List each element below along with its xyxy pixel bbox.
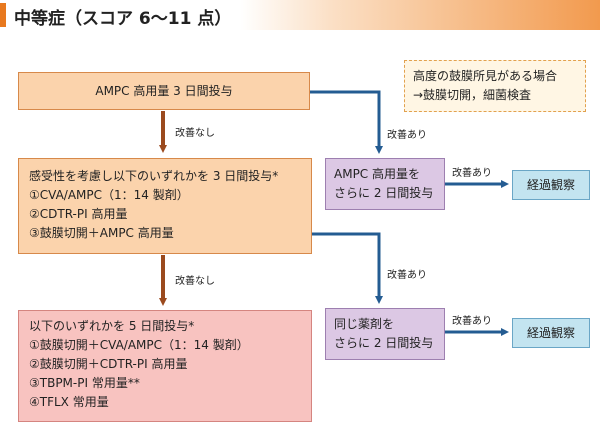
observe2-box: 経過観察: [512, 318, 590, 348]
label-improved-3: 改善あり: [452, 168, 492, 179]
arrow-step2-to-continue2: [312, 232, 383, 304]
note-line-1: 高度の鼓膜所見がある場合: [413, 69, 558, 83]
title-accent-mark: [0, 3, 6, 27]
step2-heading: 感受性を考慮し以下のいずれかを 3 日間投与*: [29, 169, 279, 183]
label-improved-2: 改善あり: [387, 270, 427, 281]
step1-box: AMPC 高用量 3 日間投与: [18, 72, 310, 110]
continue2-box: 同じ薬剤を さらに 2 日間投与: [325, 308, 445, 360]
step3-heading: 以下のいずれかを 5 日間投与*: [29, 319, 195, 333]
note-box: 高度の鼓膜所見がある場合 →鼓膜切開，細菌検査: [404, 60, 586, 112]
continue1-box: AMPC 高用量を さらに 2 日間投与: [325, 158, 445, 210]
step2-option-1: ①CVA/AMPC（1：14 製剤）: [29, 188, 189, 202]
page-title: 中等症（スコア 6～11 点）: [14, 9, 232, 29]
continue2-line-1: 同じ薬剤を: [334, 317, 395, 331]
step3-option-4: ④TFLX 常用量: [29, 395, 109, 409]
continue1-line-2: さらに 2 日間投与: [334, 186, 434, 200]
label-improved-4: 改善あり: [452, 316, 492, 327]
observe2-text: 経過観察: [526, 325, 575, 340]
label-improved-1: 改善あり: [387, 130, 427, 141]
arrow-step1-to-continue1: [310, 90, 383, 154]
continue2-line-2: さらに 2 日間投与: [334, 336, 434, 350]
title-bar: 中等症（スコア 6～11 点）: [0, 0, 600, 30]
note-line-2: →鼓膜切開，細菌検査: [413, 88, 532, 102]
label-no-improvement-2: 改善なし: [175, 276, 215, 287]
step2-box: 感受性を考慮し以下のいずれかを 3 日間投与* ①CVA/AMPC（1：14 製…: [18, 158, 312, 254]
step2-option-3: ③鼓膜切開＋AMPC 高用量: [29, 226, 174, 240]
step3-option-2: ②鼓膜切開＋CDTR-PI 高用量: [29, 357, 188, 371]
observe1-box: 経過観察: [512, 170, 590, 200]
observe1-text: 経過観察: [526, 177, 575, 192]
step3-option-3: ③TBPM-PI 常用量**: [29, 376, 140, 390]
continue1-line-1: AMPC 高用量を: [334, 167, 420, 181]
step1-text: AMPC 高用量 3 日間投与: [95, 83, 233, 98]
label-no-improvement-1: 改善なし: [175, 128, 215, 139]
step3-box: 以下のいずれかを 5 日間投与* ①鼓膜切開＋CVA/AMPC（1：14 製剤）…: [18, 310, 312, 422]
step2-option-2: ②CDTR-PI 高用量: [29, 207, 128, 221]
step3-option-1: ①鼓膜切開＋CVA/AMPC（1：14 製剤）: [29, 338, 249, 352]
